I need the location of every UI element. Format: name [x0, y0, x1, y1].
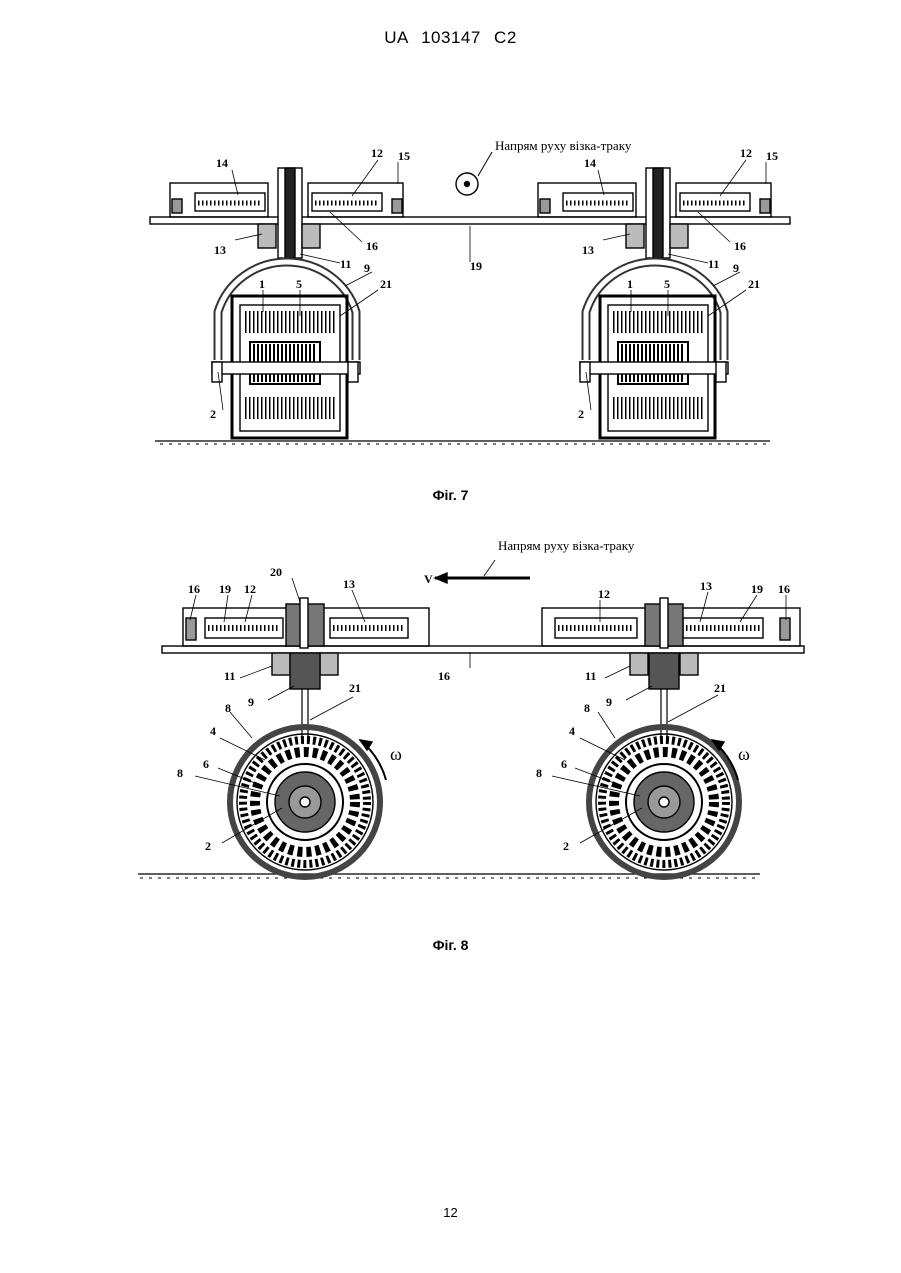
- velocity-symbol: V: [424, 572, 433, 586]
- fig8-label: 4: [569, 724, 575, 738]
- fig8-label: 11: [585, 669, 596, 683]
- fig8-label: 13: [700, 579, 712, 593]
- fig8-label: 16: [438, 669, 450, 683]
- fig8-label: 13: [343, 577, 355, 591]
- fig7-label: 14: [216, 156, 228, 170]
- fig8-label: 12: [244, 582, 256, 596]
- patent-header: UA 103147 C2: [0, 28, 901, 48]
- fig7-label: 13: [582, 243, 594, 257]
- fig8-label: 21: [714, 681, 726, 695]
- fig7-direction-label: Напрям руху візка-траку: [495, 138, 632, 153]
- figure-8-drawing: Напрям руху візка-траку V ω ω 16 19 12 2…: [0, 530, 901, 890]
- fig8-label: 11: [224, 669, 235, 683]
- fig7-label: 2: [578, 407, 584, 421]
- fig7-label: 9: [733, 261, 739, 275]
- fig7-label: 11: [340, 257, 351, 271]
- fig8-label: 8: [536, 766, 542, 780]
- fig8-label: 21: [349, 681, 361, 695]
- fig7-label: 21: [748, 277, 760, 291]
- fig8-label: 16: [778, 582, 790, 596]
- fig8-label: 20: [270, 565, 282, 579]
- fig8-label: 8: [225, 701, 231, 715]
- fig7-label: 14: [584, 156, 596, 170]
- fig7-label: 12: [371, 146, 383, 160]
- fig7-label: 11: [708, 257, 719, 271]
- fig8-label: 6: [561, 757, 567, 771]
- omega-symbol: ω: [390, 744, 402, 764]
- fig7-label: 5: [664, 277, 670, 291]
- fig7-label: 5: [296, 277, 302, 291]
- fig8-label: 2: [205, 839, 211, 853]
- fig8-direction-label: Напрям руху візка-траку: [498, 538, 635, 553]
- fig8-label: 16: [188, 582, 200, 596]
- fig7-label: 15: [398, 149, 410, 163]
- figure-7-drawing: Напрям руху візка-траку 14 12 15 13 16 1…: [0, 135, 901, 465]
- fig7-label: 13: [214, 243, 226, 257]
- fig8-label: 19: [219, 582, 231, 596]
- omega-symbol: ω: [738, 744, 750, 764]
- fig8-label: 12: [598, 587, 610, 601]
- fig7-label: 1: [627, 277, 633, 291]
- fig8-label: 9: [606, 695, 612, 709]
- fig8-label: 19: [751, 582, 763, 596]
- fig8-label: 8: [584, 701, 590, 715]
- fig7-label: 2: [210, 407, 216, 421]
- page-number: 12: [0, 1205, 901, 1220]
- fig8-label: 8: [177, 766, 183, 780]
- fig8-label: 4: [210, 724, 216, 738]
- fig7-label: 16: [734, 239, 746, 253]
- fig7-caption: Фіг. 7: [0, 487, 901, 503]
- fig8-label: 2: [563, 839, 569, 853]
- fig8-label: 6: [203, 757, 209, 771]
- fig7-label: 21: [380, 277, 392, 291]
- fig7-label: 16: [366, 239, 378, 253]
- fig7-label: 9: [364, 261, 370, 275]
- fig7-label: 1: [259, 277, 265, 291]
- fig7-label: 15: [766, 149, 778, 163]
- fig7-label: 12: [740, 146, 752, 160]
- fig8-label: 9: [248, 695, 254, 709]
- fig8-caption: Фіг. 8: [0, 937, 901, 953]
- fig7-label: 19: [470, 259, 482, 273]
